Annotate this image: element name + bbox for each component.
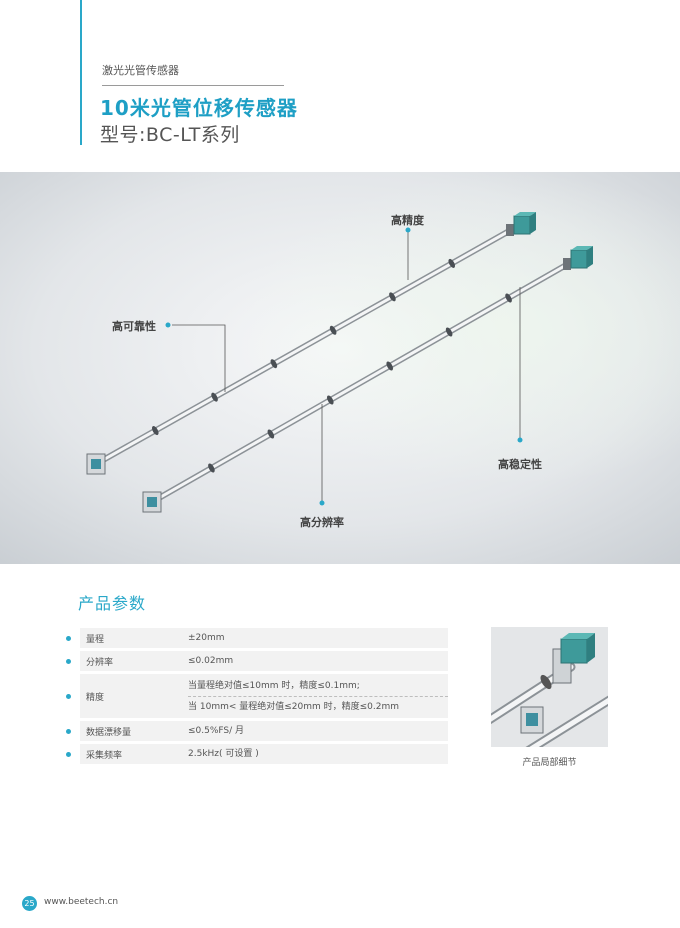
spec-value: ≤0.5%FS/ 月 [188,721,448,741]
pipe-support-ring [448,258,456,268]
spec-value: 当量程绝对值≤10mm 时，精度≤0.1mm; 当 10mm< 量程绝对值≤20… [188,676,448,717]
spec-label: 采集频率 [86,750,123,761]
category-label: 激光光管传感器 [102,64,179,77]
website-link[interactable]: www.beetech.cn [44,897,119,907]
spec-row-range: 量程 ±20mm [66,628,448,648]
spec-label: 数据漂移量 [86,727,132,738]
bullet-dot [66,751,71,757]
page-title: 10米光管位移传感器 [100,96,298,120]
header-accent-bar [80,0,82,145]
spec-value-line: 2.5kHz( 可设置 ) [188,749,259,759]
pipe-support-ring [267,429,275,439]
spec-value: ≤0.02mm [188,651,448,671]
spec-value-line: ≤0.02mm [188,656,234,666]
bullet-dot [66,635,71,641]
callout-high-resolution: 高分辨率 [300,516,344,529]
sensor-head-lower-left [142,491,162,513]
callout-high-reliability: 高可靠性 [112,320,156,333]
product-hero-image: 高可靠性 高精度 高稳定性 高分辨率 [0,172,680,564]
spec-value-line: ≤0.5%FS/ 月 [188,726,245,736]
spec-row-resolution: 分辨率 ≤0.02mm [66,651,448,671]
pipe-support-ring [505,293,512,303]
spec-value-line: 当 10mm< 量程绝对值≤20mm 时，精度≤0.2mm [188,701,400,712]
sensor-head-upper-left [86,453,106,475]
spec-value-line: 当量程绝对值≤10mm 时，精度≤0.1mm; [188,676,448,697]
spec-table: 量程 ±20mm 分辨率 ≤0.02mm 精度 当量程绝对值≤10mm 时，精度… [66,628,448,767]
bullet-dot [66,693,71,699]
header-divider [102,85,284,86]
sensor-head-upper-right [506,212,536,236]
pipe-support-ring [151,426,159,436]
spec-label: 分辨率 [86,657,114,668]
bullet-dot [66,658,71,664]
pipe-support-ring [389,292,396,302]
spec-label: 精度 [86,692,105,703]
callout-high-stability: 高稳定性 [498,458,542,471]
page-number: 25 [22,896,37,911]
spec-value: 2.5kHz( 可设置 ) [188,744,448,764]
pipe-support-ring [208,463,215,473]
product-detail-image [491,627,608,747]
sensor-pipe-lower [142,246,593,513]
spec-row-accuracy: 精度 当量程绝对值≤10mm 时，精度≤0.1mm; 当 10mm< 量程绝对值… [66,674,448,718]
pipe-support-ring [270,359,278,369]
pipe-support-ring [386,361,394,371]
sensor-pipe-upper [86,212,536,475]
callout-high-precision: 高精度 [391,214,424,227]
spec-row-drift: 数据漂移量 ≤0.5%FS/ 月 [66,721,448,741]
bullet-dot [66,728,71,734]
detail-caption: 产品局部细节 [522,758,577,768]
spec-value: ±20mm [188,628,448,648]
pipe-support-ring [211,392,218,402]
callout-lines [172,230,521,502]
pipe-support-ring [445,327,453,337]
pipe-support-ring [326,395,334,405]
spec-value-line: ±20mm [188,633,225,643]
pipe-support-ring [329,325,337,335]
sensor-head-lower-right [563,246,593,270]
callout-dots [165,227,523,506]
model-subtitle: 型号:BC-LT系列 [100,124,240,146]
spec-row-sampling-rate: 采集频率 2.5kHz( 可设置 ) [66,744,448,764]
section-title-params: 产品参数 [78,594,147,613]
spec-label: 量程 [86,634,105,645]
